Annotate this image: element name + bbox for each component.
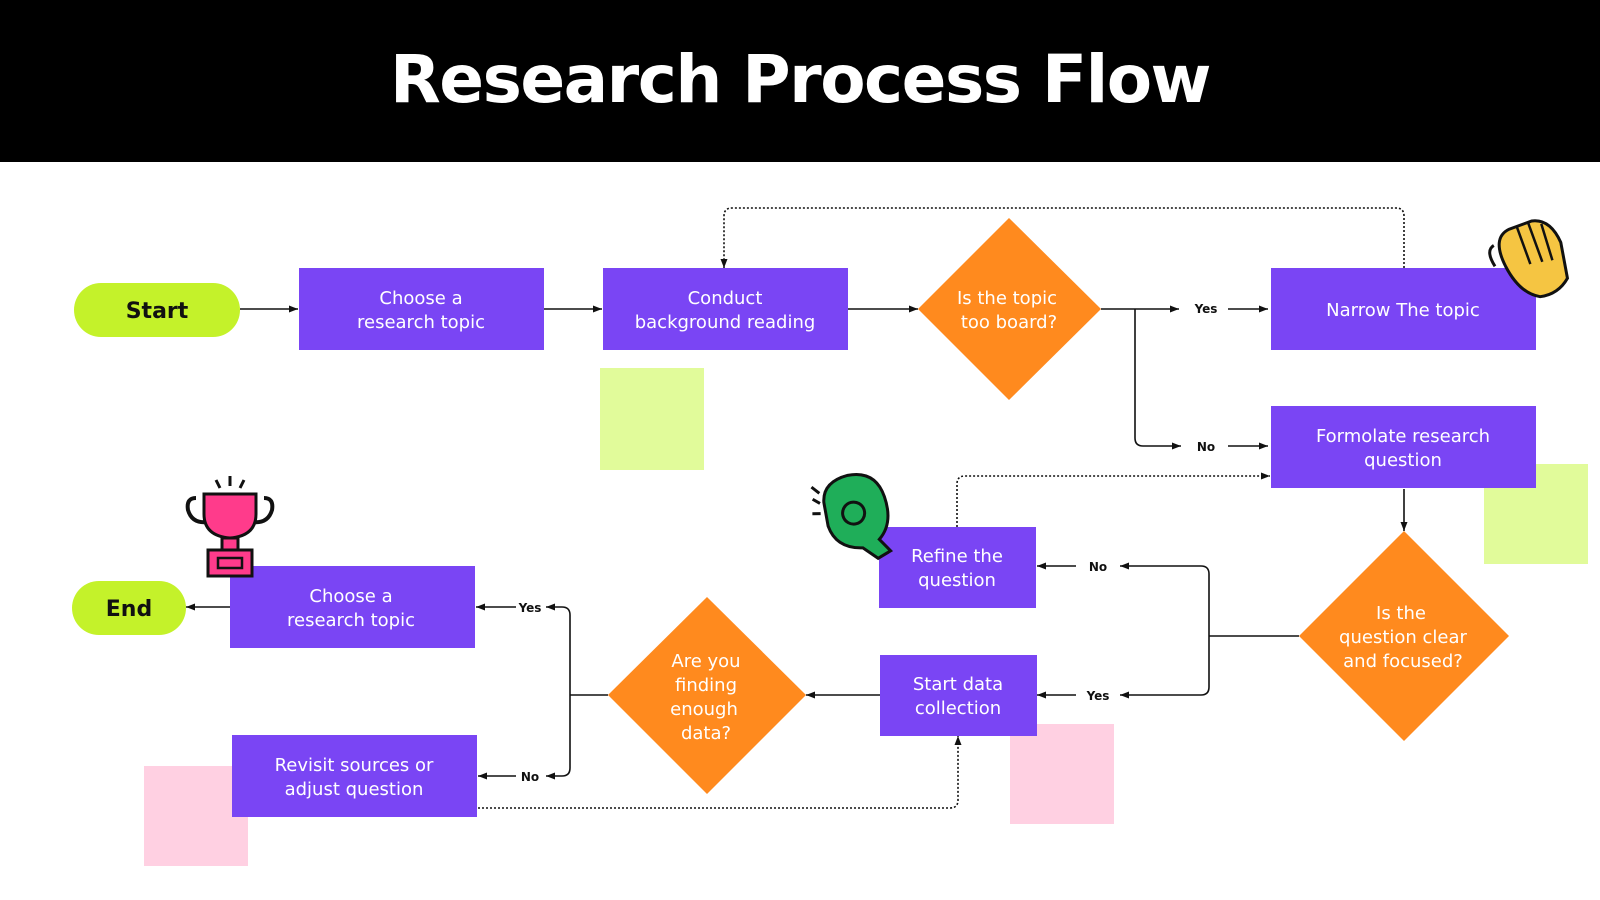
clear-line-2: question clear xyxy=(1339,627,1467,648)
trophy-icon xyxy=(185,476,275,578)
title-bar xyxy=(0,0,1600,162)
process-background-reading: Conduct background reading xyxy=(603,268,848,350)
sticky-note-pink xyxy=(144,766,248,866)
formulate-line-2: question xyxy=(1364,450,1442,471)
enough-data-line-3: enough xyxy=(670,699,738,720)
edge-revisit-loop xyxy=(478,736,962,809)
edge-label-yes: Yes xyxy=(1194,302,1218,316)
clapping-hands-icon xyxy=(1488,219,1570,299)
end-label: End xyxy=(106,597,152,622)
background-line-1: Conduct xyxy=(688,288,763,309)
data-collection-line-1: Start data xyxy=(913,674,1003,695)
edge-enough-yes xyxy=(546,603,571,695)
edge-enough-no xyxy=(546,695,571,780)
start-node: Start xyxy=(74,283,240,337)
edge-broad-no xyxy=(1134,309,1181,450)
fist-bump-icon xyxy=(810,473,894,561)
choose-topic-line-2: research topic xyxy=(357,312,485,333)
decision-enough-data: Are you finding enough data? xyxy=(608,597,806,794)
page-title: Research Process Flow xyxy=(389,41,1212,118)
enough-data-line-4: data? xyxy=(681,723,731,744)
edge-label-yes: Yes xyxy=(1086,689,1110,703)
process-revisit-sources: Revisit sources or adjust question xyxy=(232,735,477,817)
decision-question-clear: Is the question clear and focused? xyxy=(1299,531,1509,741)
choose-topic-line-1: Choose a xyxy=(379,288,462,309)
narrow-line-1: Narrow The topic xyxy=(1326,300,1480,321)
edge-clear-yes xyxy=(1120,636,1210,699)
too-broad-line-1: Is the topic xyxy=(957,288,1057,309)
edge-clear-no xyxy=(1120,562,1210,636)
revisit-line-2: adjust question xyxy=(285,779,424,800)
start-label: Start xyxy=(126,299,189,324)
edge-refine-loop xyxy=(956,472,1270,527)
clear-line-1: Is the xyxy=(1376,603,1426,624)
connectors xyxy=(186,207,1408,809)
sticky-note-pink xyxy=(1010,724,1114,824)
sticky-note-green xyxy=(600,368,704,470)
data-collection-line-2: collection xyxy=(915,698,1001,719)
refine-line-2: question xyxy=(918,570,996,591)
edge-label-yes: Yes xyxy=(518,601,542,615)
process-narrow-topic: Narrow The topic xyxy=(1271,268,1536,350)
process-choose-topic-2: Choose a research topic xyxy=(230,566,475,648)
refine-line-1: Refine the xyxy=(911,546,1003,567)
background-line-2: background reading xyxy=(635,312,816,333)
enough-data-line-2: finding xyxy=(675,675,737,696)
choose-topic-2-line-2: research topic xyxy=(287,610,415,631)
edge-label-no: No xyxy=(1089,560,1107,574)
revisit-line-1: Revisit sources or xyxy=(275,755,434,776)
end-node: End xyxy=(72,581,186,635)
decision-topic-too-broad: Is the topic too board? xyxy=(918,218,1101,400)
edge-narrow-loop xyxy=(720,207,1405,268)
enough-data-line-1: Are you xyxy=(671,651,740,672)
formulate-line-1: Formolate research xyxy=(1316,426,1490,447)
clear-line-3: and focused? xyxy=(1343,651,1463,672)
edge-label-no: No xyxy=(521,770,539,784)
process-formulate-question: Formolate research question xyxy=(1271,406,1536,488)
too-broad-line-2: too board? xyxy=(961,312,1057,333)
process-refine-question: Refine the question xyxy=(879,527,1036,608)
process-start-data-collection: Start data collection xyxy=(880,655,1037,736)
choose-topic-2-line-1: Choose a xyxy=(309,586,392,607)
process-choose-topic: Choose a research topic xyxy=(299,268,544,350)
edge-labels: Yes No No Yes Yes No xyxy=(518,302,1218,784)
edge-label-no: No xyxy=(1197,440,1215,454)
